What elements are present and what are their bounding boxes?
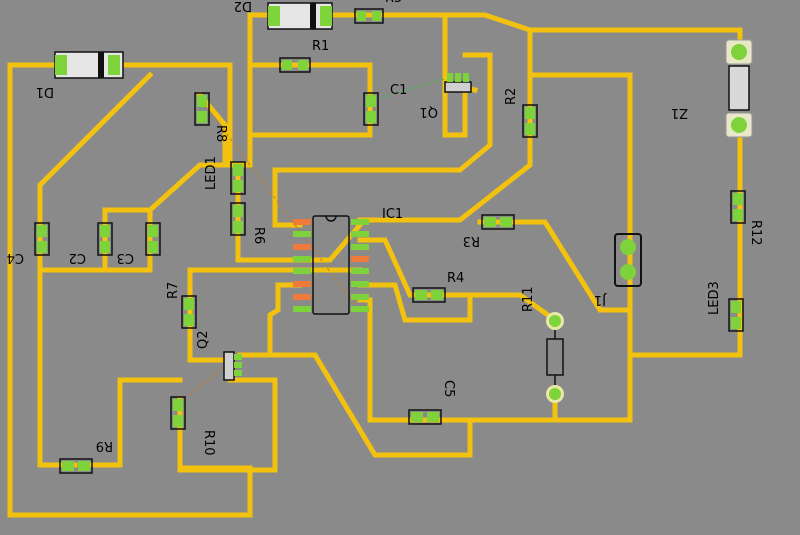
capacitor-c5 bbox=[408, 409, 442, 425]
resistor-r4 bbox=[412, 287, 446, 303]
label-c1: C1 bbox=[390, 83, 407, 98]
component-labels: D2 R5 R1 D1 C1 Q1 R2 Z1 R8 LED1 IC1 R3 R… bbox=[7, 0, 763, 456]
label-q2: Q2 bbox=[196, 330, 211, 349]
label-d2: D2 bbox=[234, 0, 252, 13]
label-r11: R11 bbox=[521, 286, 536, 312]
jumper-j1 bbox=[614, 233, 642, 287]
label-r8: R8 bbox=[213, 125, 228, 142]
label-c3: C3 bbox=[117, 250, 134, 265]
led-led3 bbox=[728, 298, 744, 332]
transistor-q2 bbox=[223, 351, 242, 381]
label-r7: R7 bbox=[166, 282, 181, 299]
resistor-r3 bbox=[481, 214, 515, 230]
resistor-r8 bbox=[194, 92, 210, 126]
zener-z1 bbox=[725, 39, 753, 138]
label-r6: R6 bbox=[251, 227, 266, 244]
resistor-r9 bbox=[59, 458, 93, 474]
label-r12: R12 bbox=[748, 220, 763, 246]
resistor-r12 bbox=[730, 190, 746, 224]
label-ic1: IC1 bbox=[382, 207, 403, 222]
label-r1: R1 bbox=[312, 39, 329, 54]
resistor-r5 bbox=[354, 8, 384, 24]
label-c4: C4 bbox=[7, 250, 24, 265]
capacitor-c3 bbox=[145, 222, 161, 256]
label-r5: R5 bbox=[385, 0, 402, 6]
led-led1 bbox=[230, 161, 246, 195]
resistor-r10 bbox=[170, 396, 186, 430]
transistor-q1 bbox=[444, 73, 472, 93]
label-c2: C2 bbox=[69, 250, 86, 265]
label-r4: R4 bbox=[447, 271, 464, 286]
capacitor-c1 bbox=[363, 92, 379, 126]
label-j1: J1 bbox=[594, 292, 607, 307]
diode-d1 bbox=[54, 51, 124, 79]
label-led1: LED1 bbox=[204, 156, 219, 190]
label-led3: LED3 bbox=[707, 281, 722, 315]
label-d1: D1 bbox=[36, 84, 54, 99]
capacitor-c4 bbox=[34, 222, 50, 256]
label-r9: R9 bbox=[96, 438, 113, 453]
resistor-r7 bbox=[181, 295, 197, 329]
resistor-r2 bbox=[522, 104, 538, 138]
label-q1: Q1 bbox=[419, 104, 438, 119]
resistor-r11 bbox=[546, 312, 564, 403]
diode-d2 bbox=[267, 2, 333, 30]
resistor-r6 bbox=[230, 202, 246, 236]
label-r2: R2 bbox=[504, 88, 519, 105]
label-r10: R10 bbox=[201, 430, 216, 456]
label-r3: R3 bbox=[463, 233, 480, 248]
label-c5: C5 bbox=[441, 380, 456, 397]
ic-ic1 bbox=[293, 215, 369, 315]
capacitor-c2 bbox=[97, 222, 113, 256]
label-z1: Z1 bbox=[671, 105, 688, 120]
resistor-r1 bbox=[279, 57, 311, 73]
